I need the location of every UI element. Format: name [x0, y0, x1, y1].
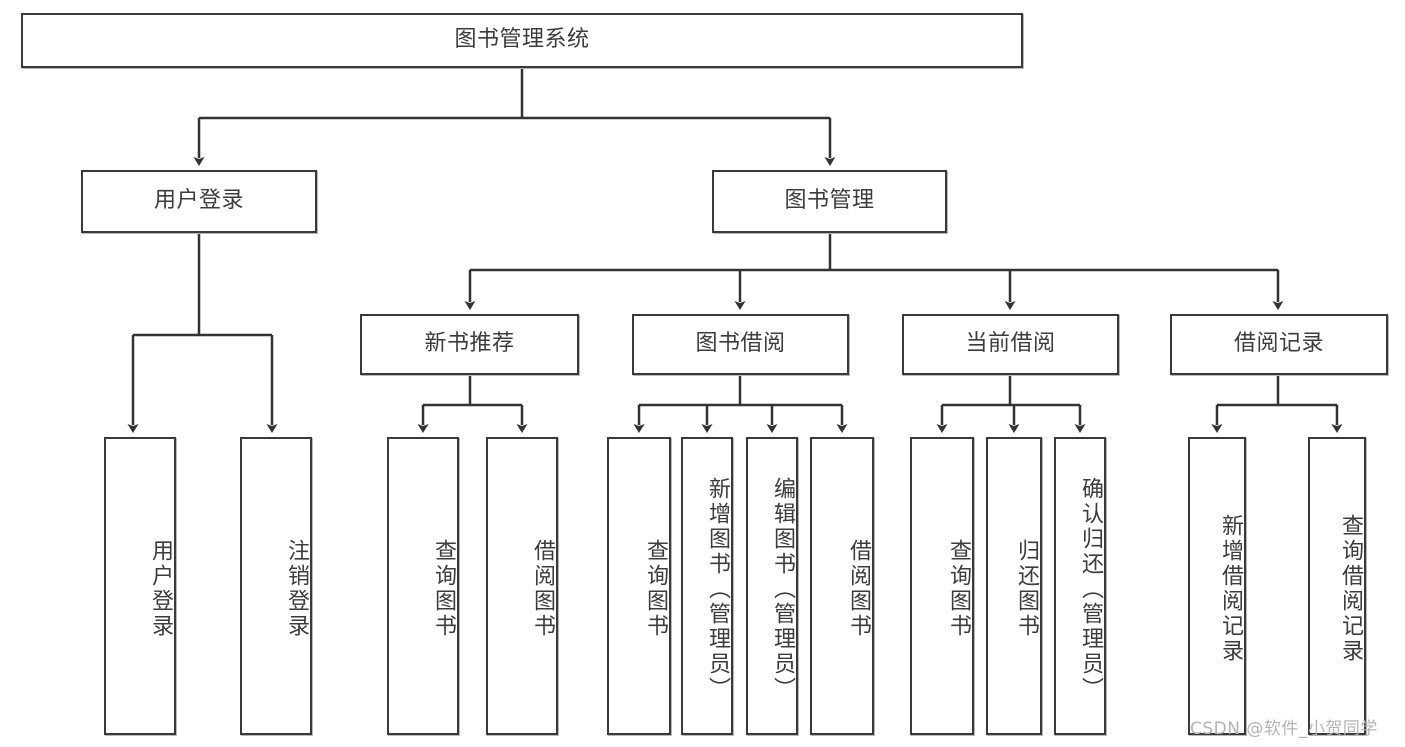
node-book-management-label: 图书管理 [784, 188, 875, 214]
leaf-label: 查询图书 [643, 539, 668, 639]
node-new-book-recommend[interactable]: 新书推荐 [360, 314, 579, 375]
leaf-query-book-recommend[interactable]: 查询图书 [387, 437, 459, 735]
node-book-borrow[interactable]: 图书借阅 [632, 314, 849, 375]
leaf-logout[interactable]: 注销登录 [240, 437, 312, 735]
leaf-label: 新增借阅记录 [1218, 514, 1243, 664]
node-new-book-recommend-label: 新书推荐 [424, 331, 515, 357]
leaf-label: 新增图书（管理员） [705, 476, 730, 702]
leaf-borrow-book-recommend[interactable]: 借阅图书 [486, 437, 558, 735]
leaf-label: 查询图书 [946, 539, 971, 639]
leaf-label: 用户登录 [148, 539, 173, 639]
leaf-label: 借阅图书 [846, 539, 871, 639]
leaf-query-book-current[interactable]: 查询图书 [910, 437, 974, 735]
leaf-label: 借阅图书 [530, 539, 555, 639]
leaf-label: 编辑图书（管理员） [770, 476, 795, 702]
node-book-management[interactable]: 图书管理 [712, 170, 947, 233]
leaf-add-borrow-record[interactable]: 新增借阅记录 [1188, 437, 1246, 735]
leaf-add-book-admin[interactable]: 新增图书（管理员） [681, 437, 733, 735]
node-borrow-record-label: 借阅记录 [1233, 331, 1324, 357]
node-book-borrow-label: 图书借阅 [695, 331, 786, 357]
leaf-query-borrow-record[interactable]: 查询借阅记录 [1308, 437, 1366, 735]
leaf-edit-book-admin[interactable]: 编辑图书（管理员） [746, 437, 798, 735]
node-current-borrow[interactable]: 当前借阅 [902, 314, 1119, 375]
leaf-label: 查询借阅记录 [1338, 514, 1363, 664]
leaf-label: 注销登录 [284, 539, 309, 639]
node-user-login-label: 用户登录 [153, 188, 244, 214]
leaf-confirm-return-admin[interactable]: 确认归还（管理员） [1054, 437, 1106, 735]
csdn-watermark: CSDN @软件_小贺同学 [1190, 719, 1378, 739]
leaf-return-book[interactable]: 归还图书 [986, 437, 1042, 735]
leaf-query-book-borrow[interactable]: 查询图书 [607, 437, 671, 735]
leaf-label: 确认归还（管理员） [1078, 476, 1103, 702]
leaf-label: 查询图书 [431, 539, 456, 639]
node-root[interactable]: 图书管理系统 [21, 13, 1023, 68]
node-borrow-record[interactable]: 借阅记录 [1170, 314, 1388, 375]
node-root-label: 图书管理系统 [454, 27, 590, 53]
leaf-label: 归还图书 [1014, 539, 1039, 639]
node-user-login[interactable]: 用户登录 [81, 170, 317, 233]
node-current-borrow-label: 当前借阅 [965, 331, 1056, 357]
leaf-user-login[interactable]: 用户登录 [104, 437, 176, 735]
leaf-borrow-book[interactable]: 借阅图书 [810, 437, 874, 735]
